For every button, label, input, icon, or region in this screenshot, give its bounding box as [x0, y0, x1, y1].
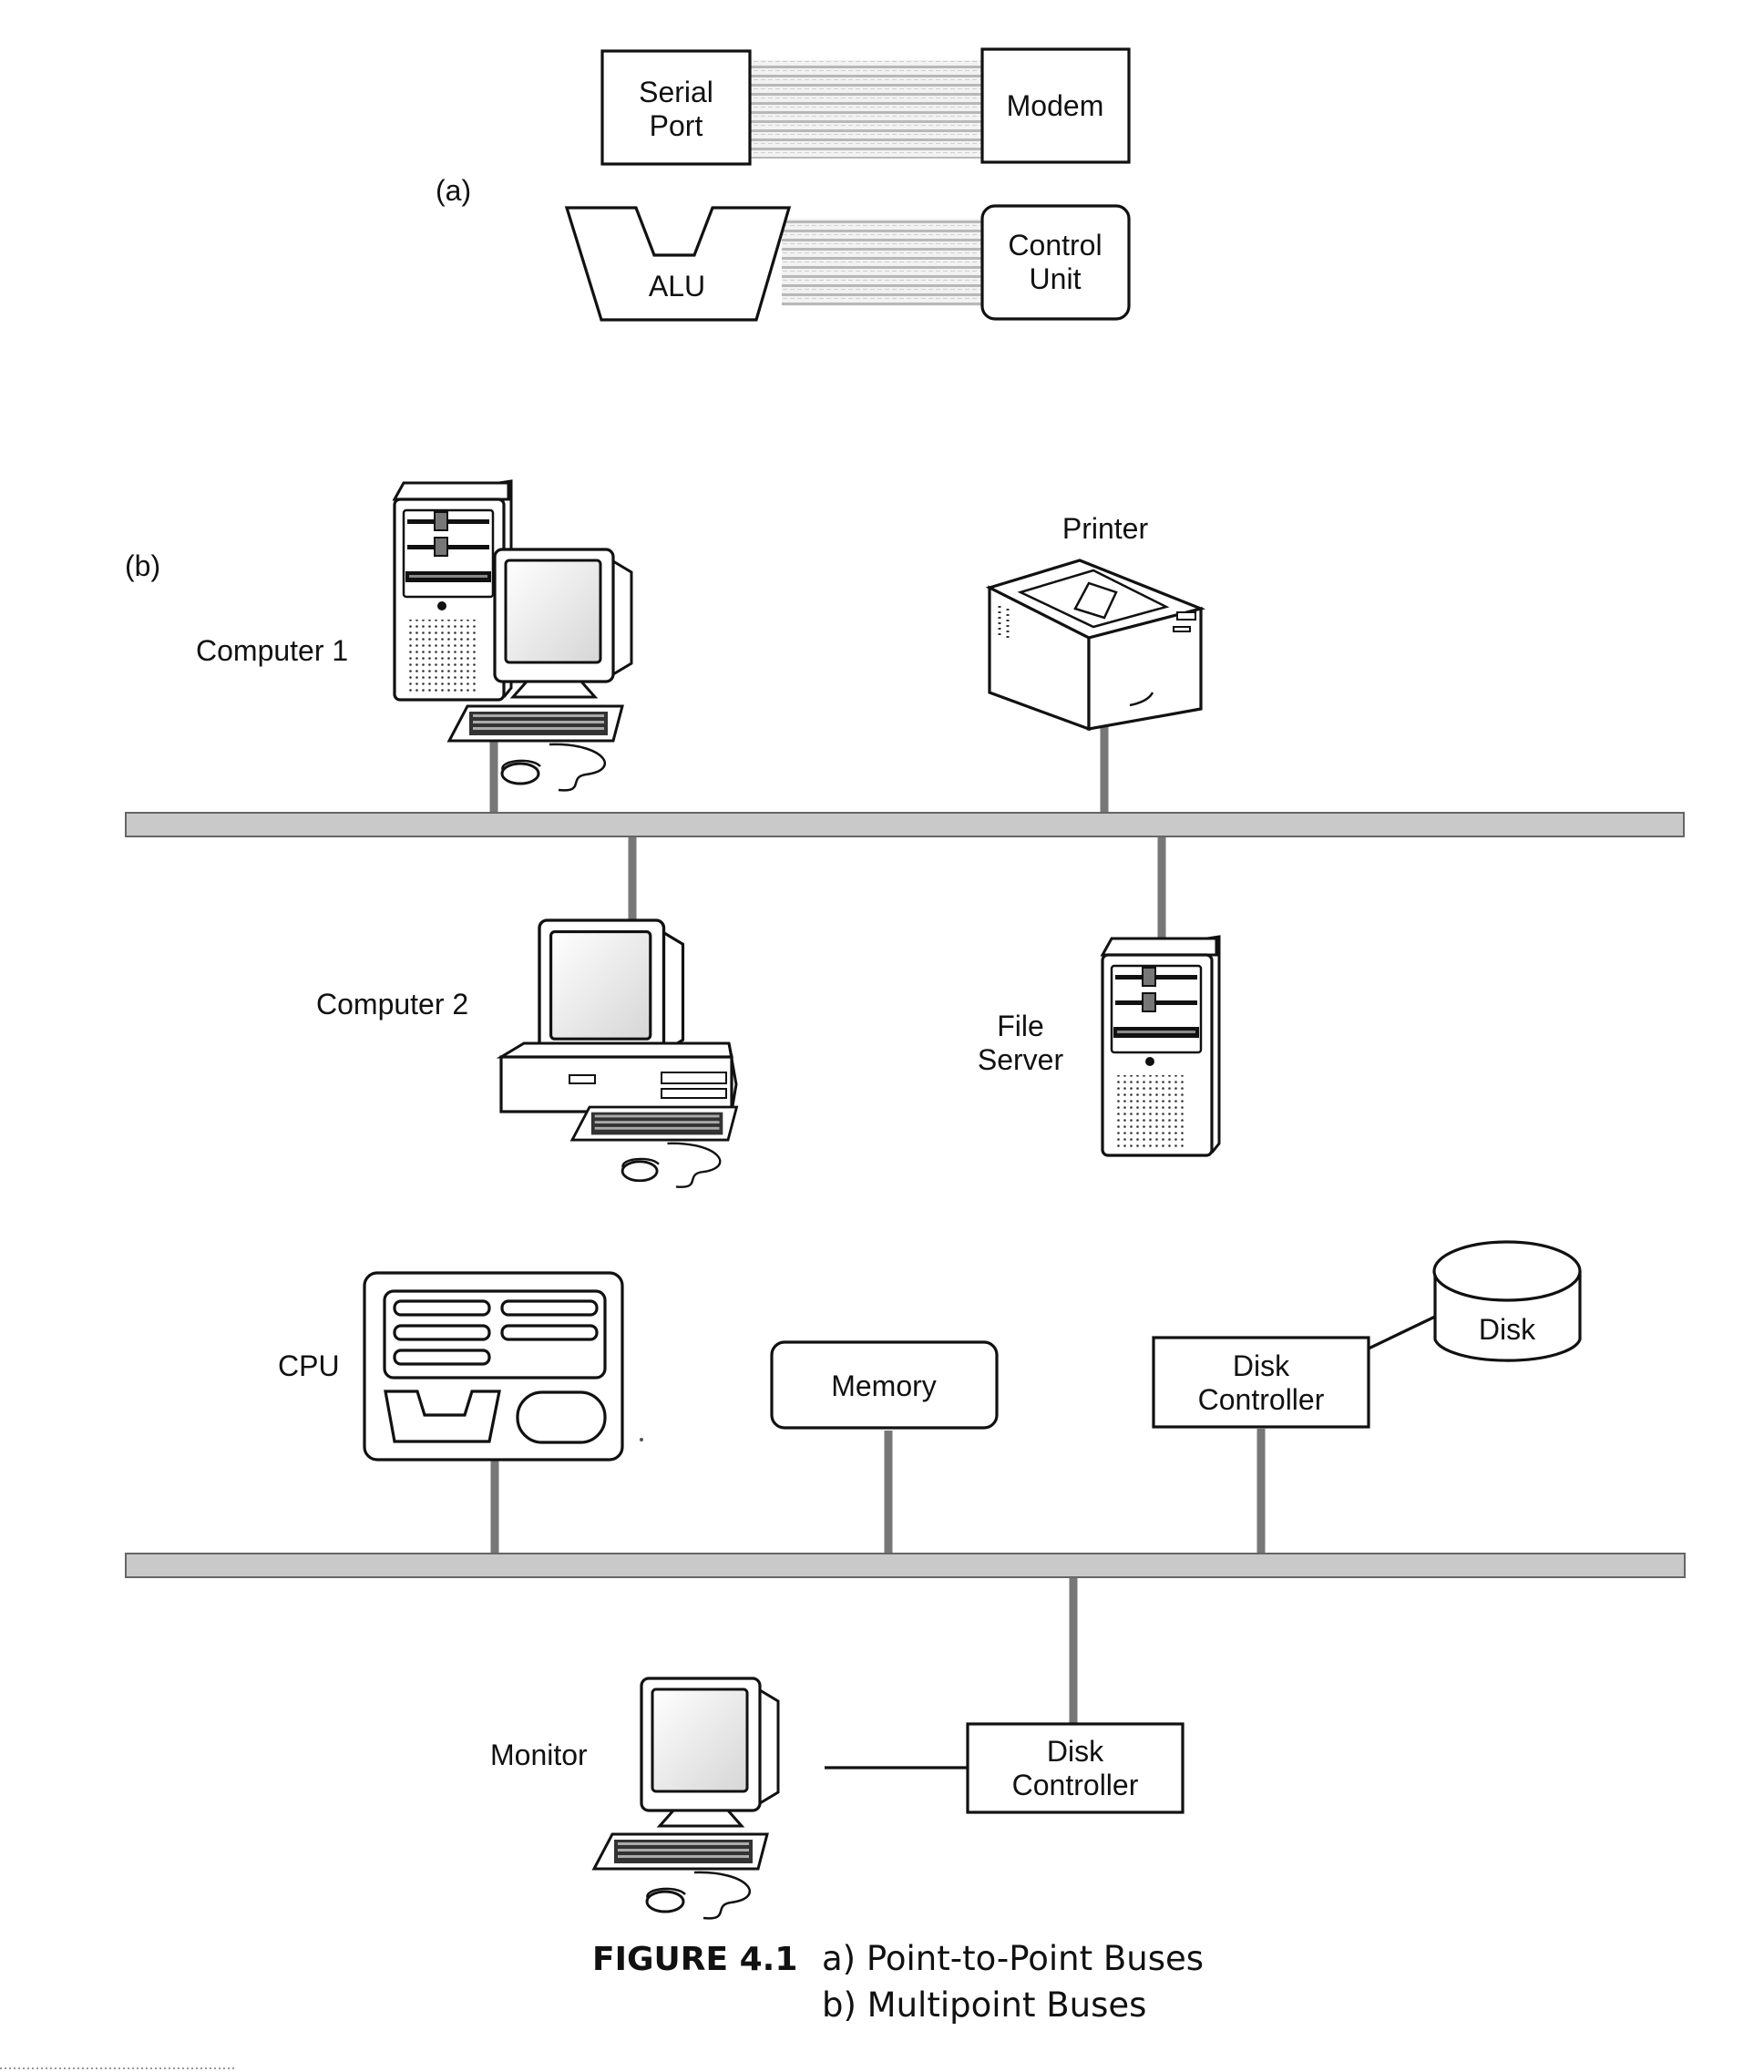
system-bus: [125, 1553, 1686, 1578]
point-to-point-link-serial-modem: [751, 60, 984, 159]
monitor-icon: [592, 1677, 780, 1920]
label-line: Controller: [1012, 1769, 1139, 1801]
caption-line-b: b) Multipoint Buses: [822, 1985, 1146, 2025]
memory-label: Memory: [831, 1369, 937, 1402]
disk-link: [1368, 1315, 1436, 1350]
label-line: Control: [1008, 229, 1102, 262]
network-bus: [125, 812, 1685, 837]
label-line: Disk: [1233, 1349, 1290, 1382]
label-line: Controller: [1198, 1383, 1325, 1416]
label-line: Server: [978, 1043, 1064, 1076]
printer-icon: [985, 559, 1206, 732]
monitor-label: Monitor: [490, 1739, 588, 1771]
label-line: Unit: [1030, 262, 1082, 295]
computer-2-label: Computer 2: [316, 988, 468, 1021]
modem-box: Modem: [980, 47, 1131, 164]
modem-label: Modem: [1007, 89, 1104, 122]
label-line: Disk: [1047, 1735, 1104, 1768]
cpu-label: CPU: [278, 1349, 340, 1382]
alu-label: ALU: [649, 270, 705, 303]
computer-1-label: Computer 1: [196, 634, 348, 667]
network-bus-taps: [489, 720, 1166, 943]
figure-number: FIGURE 4.1: [592, 1941, 797, 1978]
file-server-icon: [1101, 935, 1221, 1157]
label-line: Port: [650, 109, 703, 142]
system-bus-taps: [490, 1429, 1266, 1731]
stray-mark: [640, 1438, 643, 1441]
part-a-label: (a): [436, 174, 471, 207]
computer-1-icon: [393, 479, 633, 792]
disk-label: Disk: [1479, 1313, 1536, 1346]
alu-shape: ALU: [564, 206, 792, 322]
cpu-icon: [363, 1271, 624, 1462]
disk-icon: Disk: [1432, 1240, 1582, 1362]
computer-2-icon: [496, 918, 738, 1189]
point-to-point-link-alu-control: [782, 219, 984, 306]
memory-box: Memory: [770, 1340, 999, 1430]
part-b-label: (b): [125, 549, 160, 582]
caption-line-a: a) Point-to-Point Buses: [822, 1939, 1204, 1978]
label-line: Serial: [639, 76, 713, 108]
printer-label: Printer: [1062, 512, 1149, 545]
label-line: File: [997, 1010, 1044, 1042]
